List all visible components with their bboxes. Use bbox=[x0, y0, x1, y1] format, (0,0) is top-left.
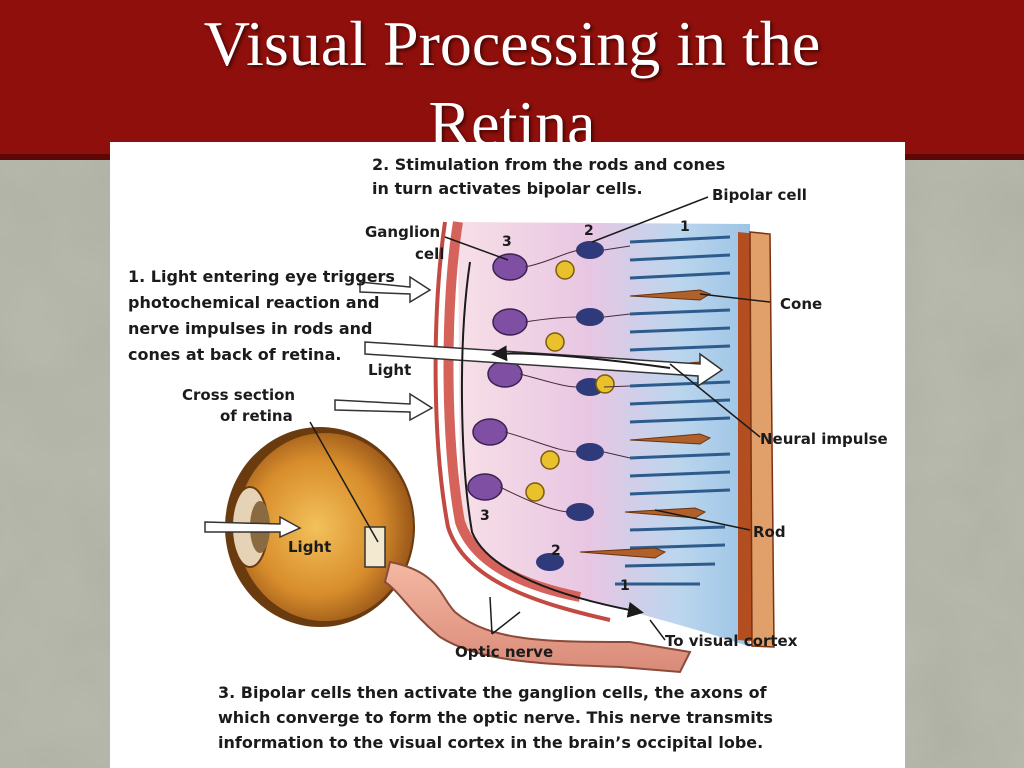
callout-lines bbox=[309, 196, 771, 641]
photoreceptor-layer bbox=[615, 235, 731, 586]
ganglion-cells bbox=[467, 253, 528, 501]
step-1-line-1: 1. Light entering eye triggers bbox=[128, 267, 395, 286]
step-3-line-3: information to the visual cortex in the … bbox=[218, 733, 763, 752]
title-bar bbox=[0, 0, 1024, 160]
label-light-eye: Light bbox=[288, 538, 331, 556]
slide-title: Visual Processing in the Retina bbox=[0, 4, 1024, 164]
layer-number-bottom-3: 3 bbox=[480, 508, 490, 524]
layer-number-top-3: 3 bbox=[502, 234, 512, 250]
retina-diagram: 2. Stimulation from the rods and cones i… bbox=[128, 155, 888, 752]
step-1-text: 1. Light entering eye triggers photochem… bbox=[128, 267, 395, 364]
step-2-line-1: 2. Stimulation from the rods and cones bbox=[372, 155, 725, 174]
label-cross-section-line-1: Cross section bbox=[182, 386, 295, 404]
label-light-retina: Light bbox=[368, 361, 411, 379]
label-to-visual-cortex: To visual cortex bbox=[665, 632, 798, 650]
label-ganglion-cell-line-1: Ganglion bbox=[365, 223, 440, 241]
retina-cross-section bbox=[433, 221, 775, 648]
label-cone: Cone bbox=[780, 295, 822, 313]
retina-diagram-panel: 2. Stimulation from the rods and cones i… bbox=[110, 142, 905, 768]
neural-impulse-arrow bbox=[491, 345, 671, 369]
step-3-text: 3. Bipolar cells then activate the gangl… bbox=[218, 683, 773, 752]
optic-nerve-band bbox=[383, 560, 692, 674]
layer-number-top-1: 1 bbox=[680, 219, 690, 235]
step-3-line-1: 3. Bipolar cells then activate the gangl… bbox=[218, 683, 768, 702]
amacrine-cells bbox=[525, 260, 615, 502]
label-neural-impulse: Neural impulse bbox=[760, 430, 888, 448]
label-cross-section-line-2: of retina bbox=[220, 407, 293, 425]
layer-number-bottom-1: 1 bbox=[620, 578, 630, 594]
neuron-dendrites bbox=[499, 245, 631, 513]
layer-number-top-2: 2 bbox=[584, 223, 594, 239]
eyeball-illustration bbox=[225, 427, 415, 627]
step-1-line-2: photochemical reaction and bbox=[128, 293, 379, 312]
label-bipolar-cell: Bipolar cell bbox=[712, 186, 807, 204]
step-1-line-3: nerve impulses in rods and bbox=[128, 319, 372, 338]
impulse-path-arrow bbox=[460, 261, 644, 618]
step-2-text: 2. Stimulation from the rods and cones i… bbox=[372, 155, 725, 198]
label-optic-nerve: Optic nerve bbox=[455, 643, 553, 661]
light-arrows bbox=[204, 275, 724, 539]
step-2-line-2: in turn activates bipolar cells. bbox=[372, 179, 643, 198]
layer-number-bottom-2: 2 bbox=[551, 543, 561, 559]
label-rod: Rod bbox=[753, 523, 786, 541]
label-ganglion-cell-line-2: cell bbox=[415, 245, 444, 263]
step-3-line-2: which converge to form the optic nerve. … bbox=[218, 708, 773, 727]
slide-title-line-1: Visual Processing in the bbox=[203, 8, 821, 79]
step-1-line-4: cones at back of retina. bbox=[128, 345, 341, 364]
cone-cells bbox=[579, 289, 712, 559]
